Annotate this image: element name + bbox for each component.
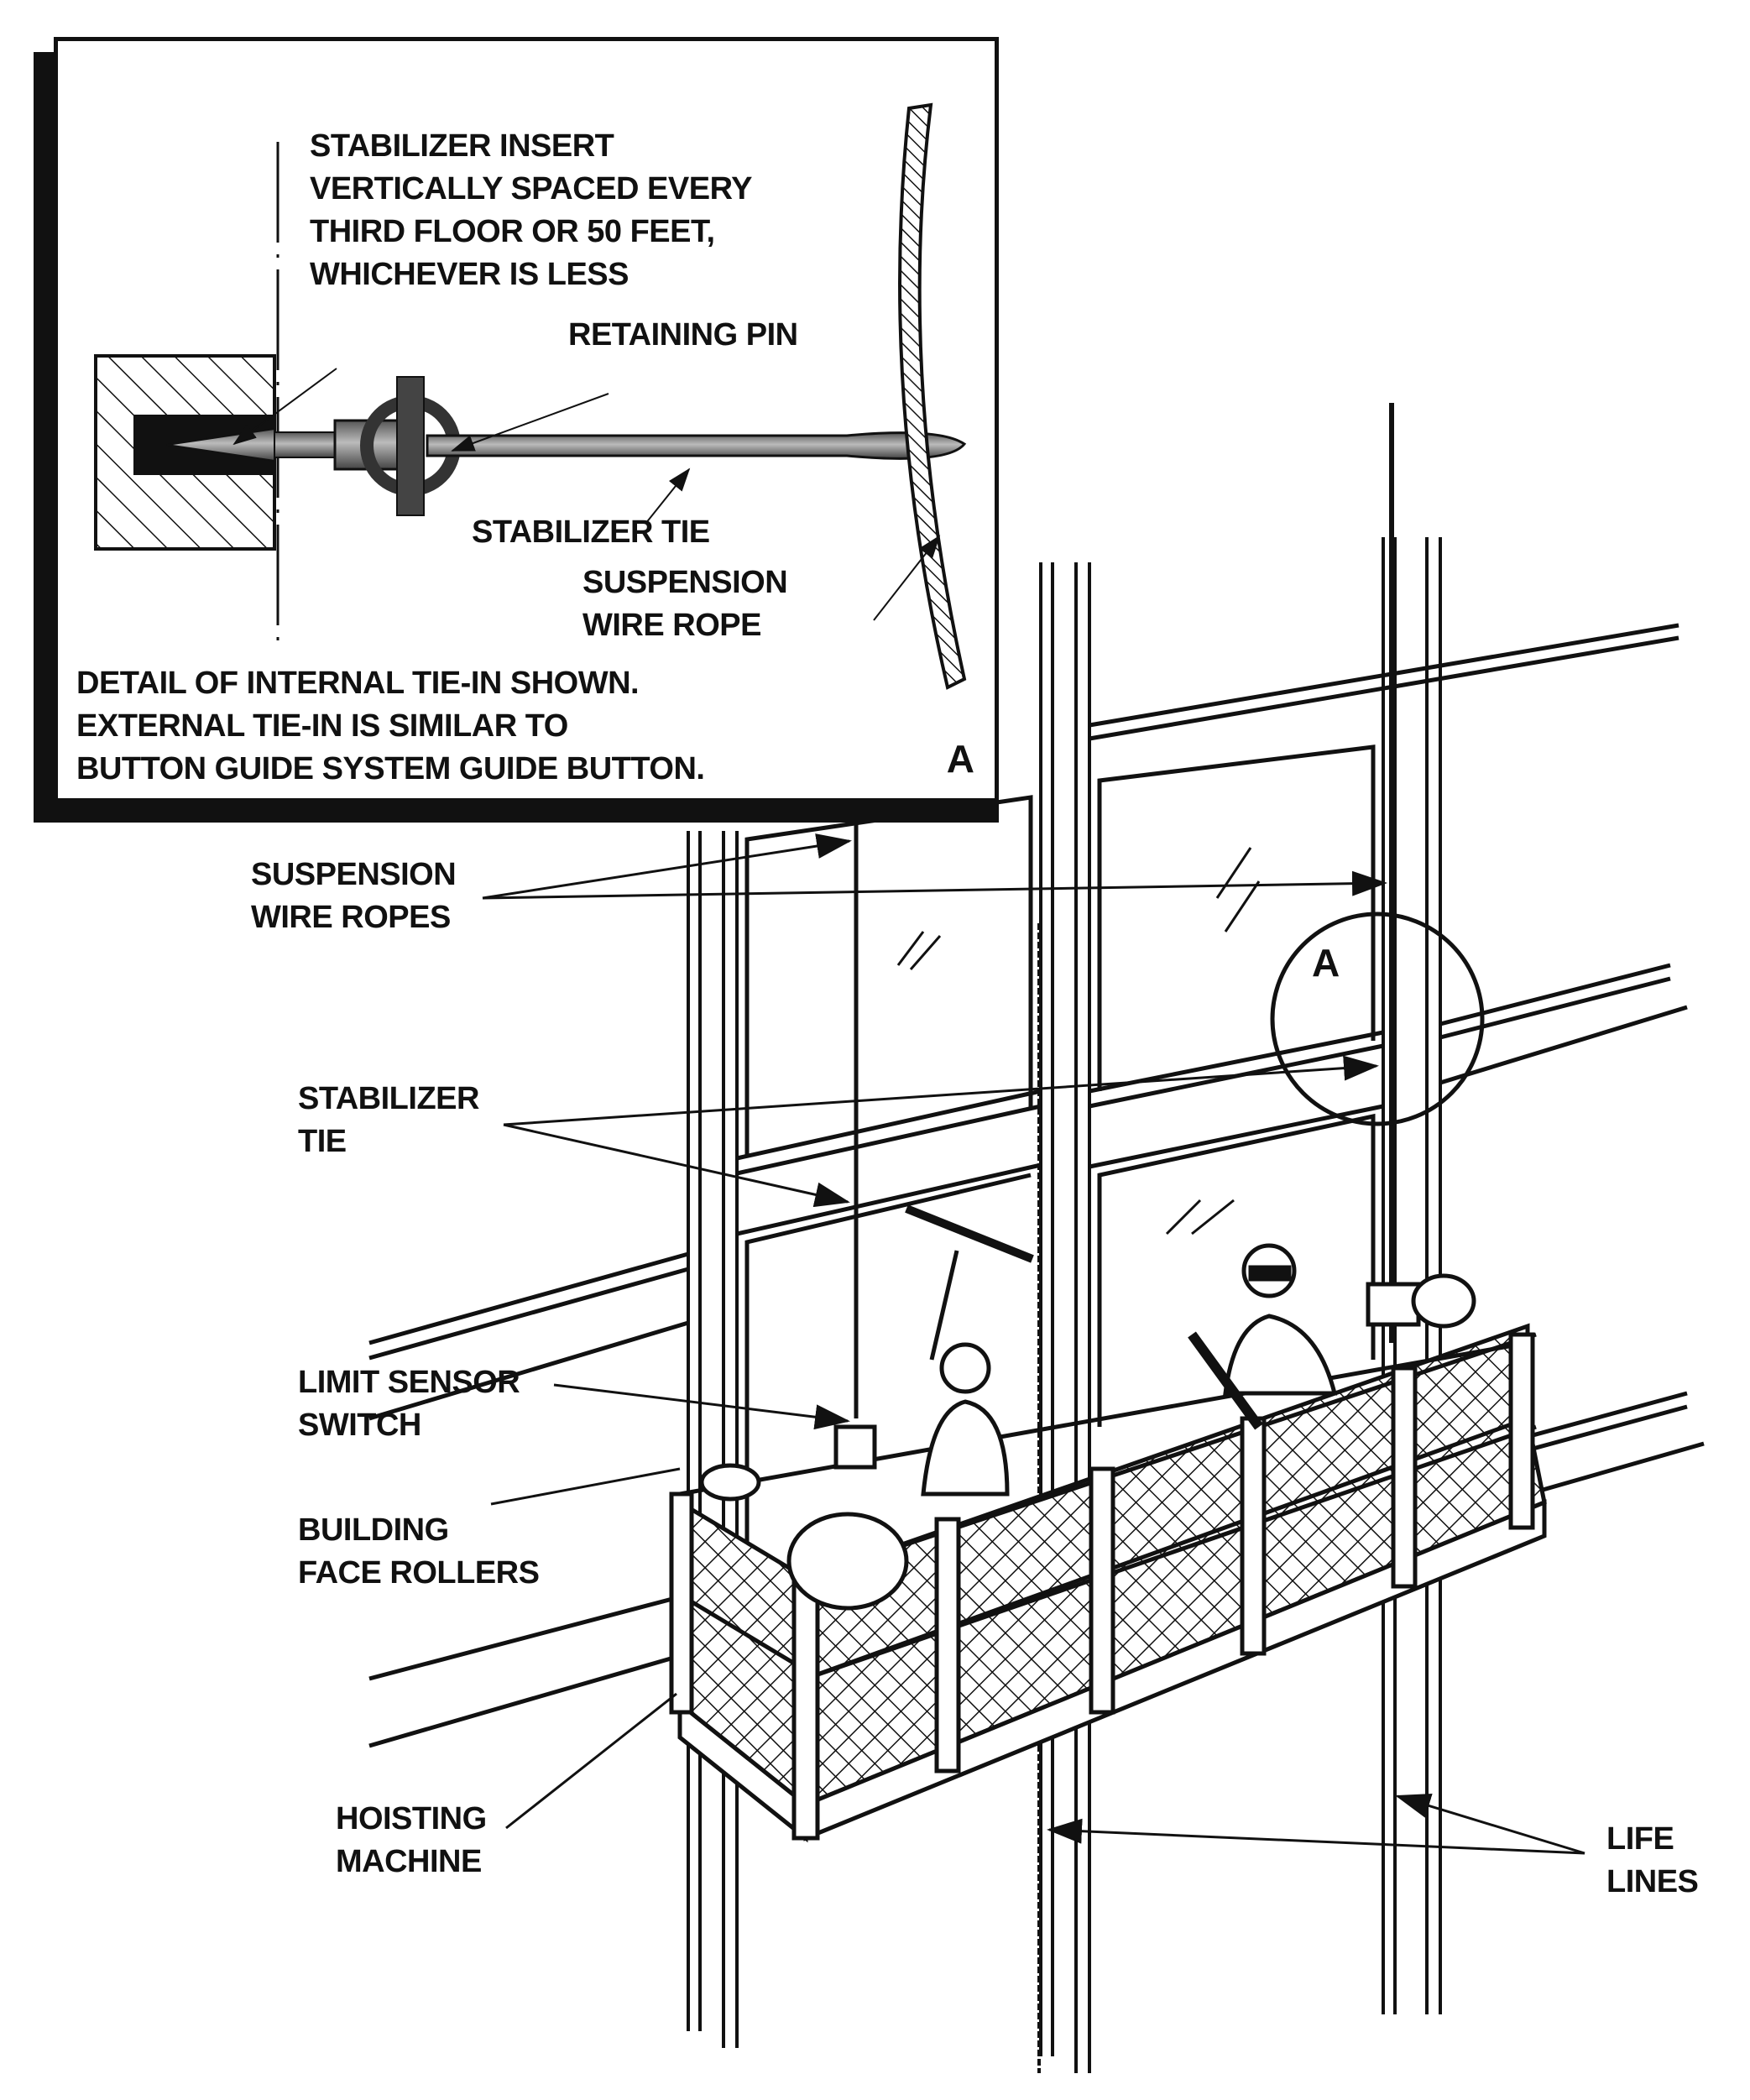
- inset-note: DETAIL OF INTERNAL TIE-IN SHOWN. EXTERNA…: [76, 662, 705, 791]
- inset-label-stabilizer-tie: STABILIZER TIE: [472, 515, 710, 550]
- label-line: FACE ROLLERS: [298, 1555, 540, 1591]
- label-line: WHICHEVER IS LESS: [310, 257, 629, 292]
- inset-callout-letter: A: [946, 737, 974, 781]
- suspension-wire-rope: [898, 102, 967, 690]
- label-limit-sensor-switch: LIMIT SENSOR SWITCH: [298, 1361, 520, 1447]
- label-suspension-wire-ropes: SUSPENSION WIRE ROPES: [251, 854, 457, 939]
- label-line: THIRD FLOOR OR 50 FEET,: [310, 214, 715, 249]
- leader-lines: [482, 833, 1585, 1855]
- note-line: EXTERNAL TIE-IN IS SIMILAR TO: [76, 708, 568, 744]
- label-stabilizer-tie: STABILIZER TIE: [298, 1078, 479, 1163]
- label-line: VERTICALLY SPACED EVERY: [310, 171, 752, 206]
- retaining-pin: [396, 376, 425, 516]
- label-hoisting-machine: HOISTING MACHINE: [336, 1798, 487, 1883]
- label-building-face-rollers: BUILDING FACE ROLLERS: [298, 1509, 540, 1595]
- label-life-lines: LIFE LINES: [1606, 1818, 1699, 1904]
- label-line: SUSPENSION: [582, 565, 788, 600]
- workers: [905, 1204, 1338, 1497]
- note-line: BUTTON GUIDE SYSTEM GUIDE BUTTON.: [76, 751, 705, 786]
- building-floor-lines: [368, 623, 1705, 1748]
- label-line: MACHINE: [336, 1844, 482, 1879]
- inset-label-stabilizer-insert: STABILIZER INSERT VERTICALLY SPACED EVER…: [310, 125, 752, 296]
- label-line: SWITCH: [298, 1408, 421, 1443]
- stabilizer-tie-rod: [426, 431, 967, 460]
- label-line: LIMIT SENSOR: [298, 1365, 520, 1400]
- label-line: WIRE ROPE: [582, 608, 761, 643]
- label-line: SUSPENSION: [251, 857, 457, 892]
- label-line: TIE: [298, 1124, 347, 1159]
- inset-label-suspension-wire-rope: SUSPENSION WIRE ROPE: [582, 562, 788, 647]
- inset-label-retaining-pin: RETAINING PIN: [568, 317, 798, 353]
- note-line: DETAIL OF INTERNAL TIE-IN SHOWN.: [76, 666, 640, 701]
- label-line: HOISTING: [336, 1801, 487, 1836]
- label-line: WIRE ROPES: [251, 900, 451, 935]
- label-line: BUILDING: [298, 1512, 449, 1548]
- suspended-platform: [669, 1273, 1547, 1843]
- label-line: STABILIZER INSERT: [310, 128, 614, 164]
- tie-in-detail-drawing: [94, 102, 967, 690]
- label-line: LIFE: [1606, 1821, 1674, 1857]
- glass-reflections: [896, 847, 1261, 1235]
- label-line: STABILIZER: [298, 1081, 479, 1116]
- building-mullions: [687, 537, 1442, 2073]
- inset-detail-a: STABILIZER INSERT VERTICALLY SPACED EVER…: [54, 37, 999, 802]
- detail-circle-a: [1270, 912, 1485, 1126]
- detail-circle-letter: A: [1312, 941, 1340, 985]
- label-line: LINES: [1606, 1864, 1699, 1899]
